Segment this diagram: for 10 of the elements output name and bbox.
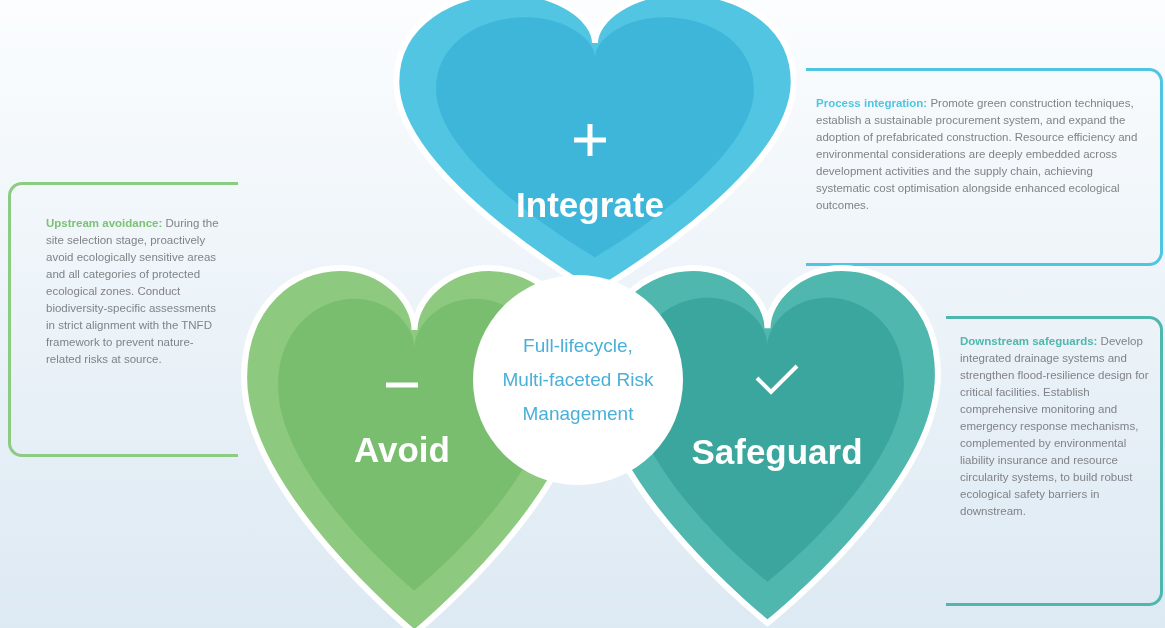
text-panel xyxy=(806,68,1163,266)
description-text: Process integration: Promote green construction techniques, establish a sustainable procurement system, and expand the adoption of prefabricated construction. Resource efficiency and environmental considerations are deeply embedded across development activities and the supply chain, achieving systematic cost optimisation alongside enhanced ecological outcomes. xyxy=(816,96,1138,213)
heart-label: Safeguard xyxy=(691,432,863,472)
description-text: Upstream avoidance: During the site selection stage, proactively avoid ecologically sensitive areas and all categories of protected ecological zones. Conduct biodiversity-specific assessments in strict alignment with the TNFD framework to prevent nature-related risks at source. xyxy=(46,216,220,367)
circle-label: Full-lifecycle, Multi-faceted Risk Management xyxy=(501,334,655,426)
heart-label: Integrate xyxy=(516,185,664,225)
description-text: Downstream safeguards: Develop integrated drainage systems and strengthen flood-resilience design for critical facilities. Establish comprehensive monitoring and emergency response mechanisms, complemented by environmental liability insurance and resource circularity systems, to build robust ecological safety barriers in downstream. xyxy=(960,334,1150,519)
text-panel xyxy=(8,182,238,457)
heart-label: Avoid xyxy=(354,430,450,470)
text-panel xyxy=(946,316,1163,606)
